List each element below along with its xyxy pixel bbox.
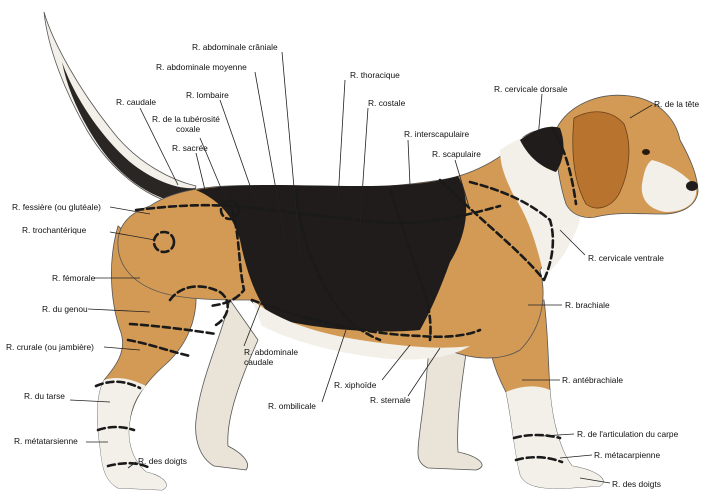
label-ombilicale: R. ombilicale — [268, 401, 316, 411]
leader-thoracique — [338, 80, 345, 200]
label-costale: R. costale — [368, 98, 406, 108]
label-doigts-posterieur: R. des doigts — [138, 456, 187, 466]
label-metacarpienne: R. métacarpienne — [594, 450, 660, 460]
dog-tail — [44, 12, 196, 206]
label-trochanterique: R. trochantérique — [22, 225, 87, 235]
label-abdominale-craniale: R. abdominale crâniale — [192, 42, 278, 52]
label-caudale: R. caudale — [116, 97, 156, 107]
label-cervicale-ventrale: R. cervicale ventrale — [588, 253, 664, 263]
label-thoracique: R. thoracique — [350, 70, 400, 80]
label-fessiere: R. fessière (ou glutéale) — [12, 202, 101, 212]
label-brachiale: R. brachiale — [565, 300, 610, 310]
leader-interscapulaire — [408, 140, 410, 185]
leader-lombaire — [220, 100, 255, 200]
dog-eye — [642, 149, 650, 155]
label-scapulaire: R. scapulaire — [432, 149, 481, 159]
label-xiphoide: R. xiphoïde — [334, 380, 377, 390]
label-sternale: R. sternale — [370, 395, 411, 405]
label-abdominale-moyenne: R. abdominale moyenne — [156, 62, 247, 72]
label-lombaire: R. lombaire — [186, 90, 229, 100]
dog-illustration — [44, 12, 698, 490]
label-tarse: R. du tarse — [24, 391, 65, 401]
label-tuberosite-coxale-line1: R. de la tubérosité — [152, 114, 220, 124]
hind-leg-far — [196, 300, 258, 470]
label-metatarsienne: R. métatarsienne — [14, 436, 78, 446]
label-tuberosite-coxale-line2: coxale — [176, 124, 201, 134]
label-doigts-anterieur: R. des doigts — [612, 479, 661, 489]
label-cervicale-dorsale: R. cervicale dorsale — [494, 84, 568, 94]
label-antebrachiale: R. antébrachiale — [562, 375, 623, 385]
label-interscapulaire: R. interscapulaire — [404, 129, 470, 139]
label-femorale: R. fémorale — [52, 273, 96, 283]
label-abdominale-caudale-line2: caudale — [244, 357, 274, 367]
label-crurale: R. crurale (ou jambière) — [6, 342, 94, 352]
label-genou: R. du genou — [42, 304, 88, 314]
label-articulation-carpe: R. de l'articulation du carpe — [577, 429, 679, 439]
leader-sacree — [196, 153, 205, 190]
hind-leg-near-white — [97, 378, 166, 490]
label-abdominale-caudale-line1: R. abdominale — [244, 347, 298, 357]
dog-nose — [686, 181, 698, 191]
label-tete: R. de la tête — [654, 99, 700, 109]
label-sacree: R. sacrée — [172, 143, 208, 153]
